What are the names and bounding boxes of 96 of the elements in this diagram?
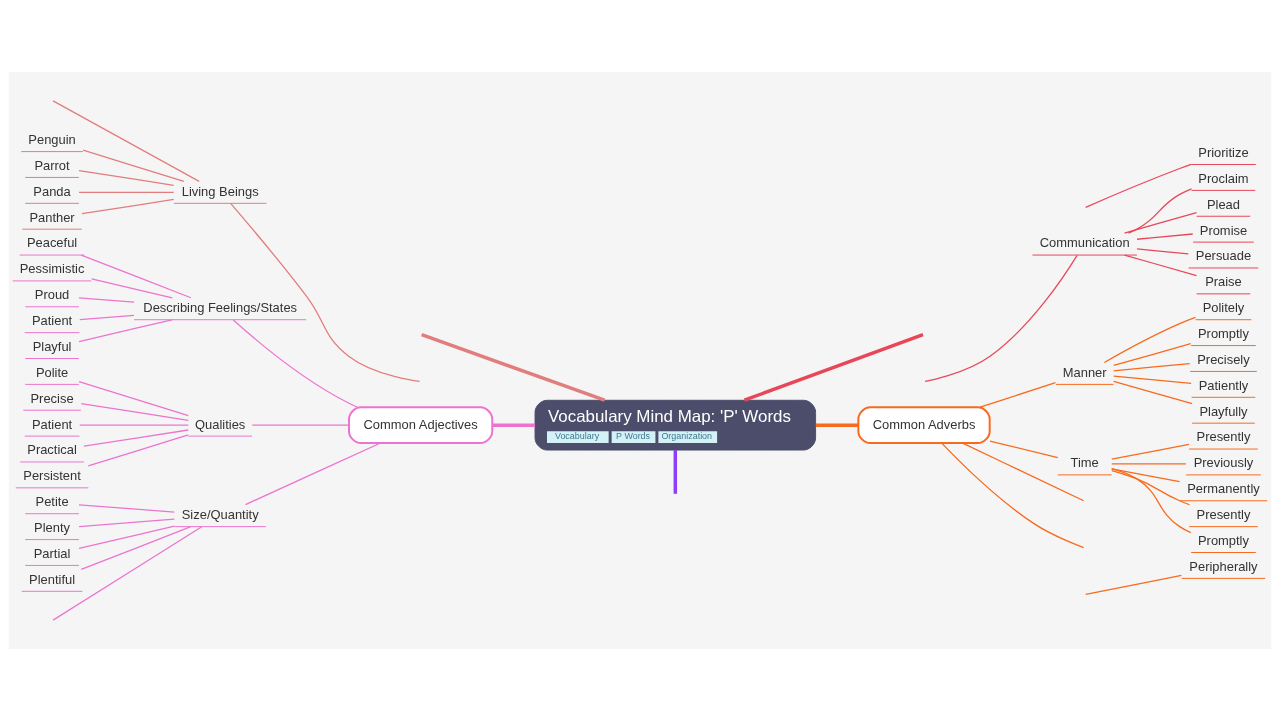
connector — [1111, 467, 1181, 482]
node-text: Precisely — [1197, 351, 1250, 367]
connector — [83, 428, 189, 447]
node-text: Partial — [33, 545, 71, 561]
node-text: Plenty — [34, 519, 71, 535]
connector — [492, 422, 535, 427]
connector — [78, 318, 173, 342]
connector — [815, 422, 859, 427]
connector — [1113, 362, 1191, 371]
node-text: Describing Feelings/States — [143, 299, 298, 315]
node-text: Promptly — [1197, 325, 1249, 341]
connector — [80, 525, 192, 570]
node-text: Promptly — [1197, 532, 1249, 548]
connector — [78, 518, 175, 527]
node-text: Size/Quantity — [181, 506, 259, 522]
node-text: Parrot — [34, 157, 70, 173]
connector — [52, 99, 200, 182]
connector — [244, 442, 381, 505]
node-text: Pessimistic — [19, 260, 85, 276]
connector — [989, 439, 1059, 458]
connector — [52, 525, 203, 621]
connector — [1127, 187, 1193, 234]
node-text: Practical — [27, 441, 77, 457]
node-text: Panda — [33, 183, 71, 199]
connector — [1136, 247, 1189, 254]
connector — [78, 191, 175, 193]
connector — [81, 198, 175, 214]
node-text: Presently — [1196, 506, 1251, 522]
connector — [1113, 374, 1192, 384]
node-text: Patiently — [1198, 377, 1249, 393]
node-text: Promise — [1199, 222, 1248, 238]
connector — [979, 381, 1057, 408]
connector — [78, 169, 175, 186]
node-text: Patient — [31, 416, 73, 432]
connector — [90, 277, 173, 298]
connector — [232, 318, 359, 408]
connector — [1123, 253, 1198, 276]
node-text: Previously — [1193, 454, 1254, 470]
connector — [1110, 467, 1192, 533]
connector — [78, 296, 135, 303]
connector — [743, 332, 924, 402]
node-text: Living Beings — [181, 183, 259, 199]
node-text: Communication — [1039, 234, 1130, 250]
node-text: Panther — [29, 209, 75, 225]
node-text: Prioritize — [1198, 144, 1249, 160]
node-text: Polite — [35, 364, 69, 380]
node-text: Persuade — [1195, 247, 1252, 263]
connector — [79, 424, 189, 426]
node-text: Manner — [1062, 364, 1107, 380]
node-text: Playful — [32, 338, 72, 354]
connector — [1103, 316, 1197, 363]
connector — [1085, 574, 1183, 595]
node-text: Time — [1070, 454, 1099, 470]
connector — [673, 449, 678, 494]
connector — [961, 441, 1085, 501]
node-text: Plead — [1206, 196, 1240, 212]
node-box: Vocabulary Mind Map: 'P' Words Vocabulary P Words Organization — [534, 399, 817, 451]
connector — [82, 148, 185, 182]
connector — [1123, 211, 1198, 234]
node-text: Politely — [1202, 299, 1245, 315]
connector — [251, 424, 350, 426]
node-text: Patient — [31, 312, 73, 328]
connector — [80, 402, 189, 421]
connector — [1111, 462, 1187, 465]
node-text: Penguin — [28, 131, 76, 147]
connector — [1111, 469, 1191, 505]
connector — [924, 254, 1078, 382]
connector — [80, 253, 192, 298]
node-text: Proclaim — [1198, 170, 1249, 186]
connector — [79, 314, 135, 320]
connector — [230, 202, 421, 382]
connector — [1111, 443, 1190, 460]
node-text: Peaceful — [26, 234, 78, 250]
node-text: Praise — [1205, 273, 1242, 289]
node-text: Proud — [34, 286, 70, 302]
connector — [87, 433, 189, 467]
connector — [421, 332, 606, 402]
node-box: Common Adverbs — [857, 405, 991, 444]
node-text: Petite — [35, 493, 69, 509]
node-text: Permanently — [1187, 480, 1260, 496]
node-text: Persistent — [23, 467, 81, 483]
node-text: Precise — [30, 390, 74, 406]
node-text: Playfully — [1199, 403, 1248, 419]
connector — [1113, 380, 1193, 404]
node-text: Peripherally — [1189, 558, 1258, 574]
node-text: Plentiful — [29, 571, 76, 587]
node-text: Qualities — [195, 416, 246, 432]
connector — [1085, 163, 1192, 208]
node-box: Common Adjectives — [348, 405, 494, 444]
connector — [1136, 232, 1194, 240]
connector — [78, 525, 175, 549]
node-text: Presently — [1196, 428, 1251, 444]
connector — [941, 442, 1085, 548]
connector — [1113, 342, 1192, 366]
connector — [78, 380, 189, 416]
connector — [78, 503, 175, 513]
